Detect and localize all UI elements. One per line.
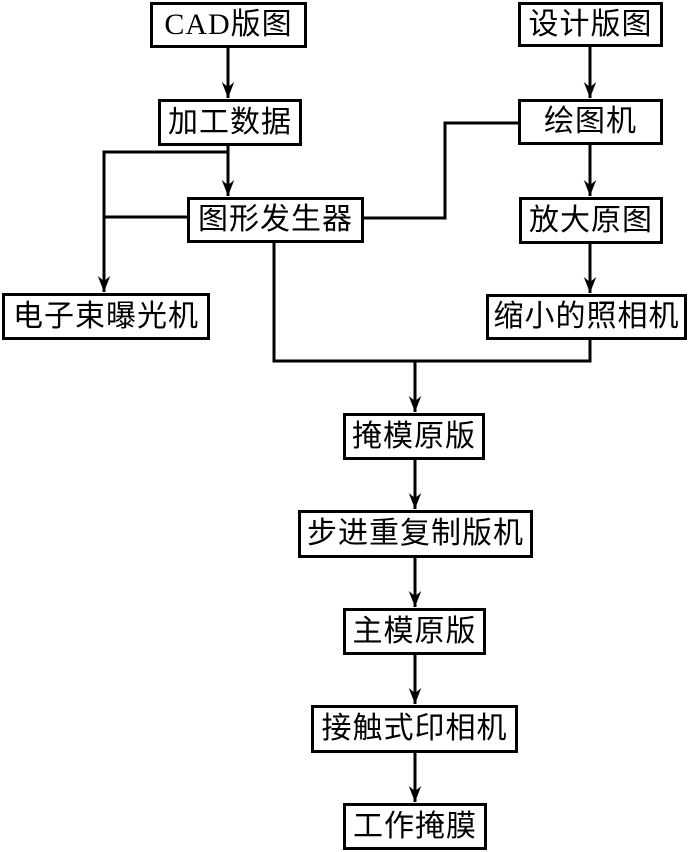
node-step-repeat: 步进重复制版机 [298, 510, 533, 558]
node-process-data: 加工数据 [158, 99, 302, 146]
edge-procdata-to-ebeam [97, 150, 228, 292]
edge-plotter-to-patgen [364, 121, 518, 220]
node-mask-master: 掩模原版 [343, 413, 485, 460]
node-pattern-generator: 图形发生器 [187, 197, 364, 243]
node-master-mask: 主模原版 [343, 608, 486, 655]
node-enlarged-original: 放大原图 [519, 197, 663, 244]
node-working-mask: 工作掩膜 [343, 803, 487, 850]
node-contact-printer: 接触式印相机 [311, 705, 518, 753]
node-plotter: 绘图机 [518, 99, 663, 145]
node-design-layout: 设计版图 [518, 2, 663, 47]
node-cad-layout: CAD版图 [150, 2, 307, 48]
edge-merge-bar [272, 243, 592, 363]
node-reduction-camera: 缩小的照相机 [486, 294, 687, 340]
node-ebeam-exposure: 电子束曝光机 [2, 293, 210, 340]
